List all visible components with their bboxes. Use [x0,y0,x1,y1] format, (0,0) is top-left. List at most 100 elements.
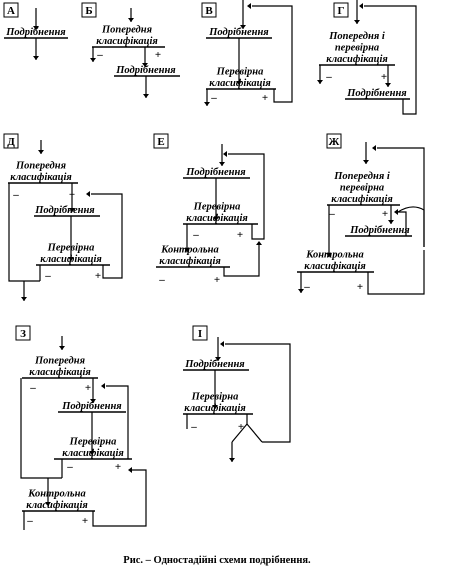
stage-label: Попередня [15,161,67,172]
coarse-product-sign: + [115,461,121,473]
stage-label: Подрібнення [208,27,269,38]
scheme-5: ДПопереднякласифікація–+ПодрібненняПерев… [3,133,123,301]
stage-label: класифікація [62,448,124,459]
fine-product-sign: – [66,461,73,473]
arrowhead [219,162,225,166]
stage-label: Контрольна [160,245,218,256]
stage-label: Попередня і [328,31,385,42]
fine-product-sign: – [325,71,332,83]
stage-label: класифікація [184,403,246,414]
arrowhead [247,3,251,9]
arrowhead [21,297,27,301]
undefined [91,193,123,279]
scheme-key-box [326,133,342,149]
undefined [20,378,62,479]
arrowhead [68,257,74,261]
stage-label: Перевірна [191,392,239,403]
scheme-key: Е [157,136,164,148]
stage-label: Попередня [34,356,86,367]
undefined [252,5,293,103]
fine-product-sign: – [96,49,103,61]
arrowhead [326,253,332,257]
coarse-product-sign: + [382,208,388,220]
undefined [106,385,129,459]
arrowhead [142,63,148,67]
stage-label: класифікація [29,367,91,378]
scheme-key: І [198,328,202,340]
stage-label: перевірна [340,183,384,194]
stage-label: класифікація [331,194,393,205]
arrowhead [128,18,134,22]
arrowhead [372,145,376,151]
scheme-key-box [15,325,31,341]
fine-product-sign: – [158,274,165,286]
fine-product-sign: – [26,515,33,527]
coarse-product-sign: + [155,49,161,61]
undefined [377,147,425,247]
coarse-product-sign: + [262,92,268,104]
stage-label: Подрібнення [34,205,95,216]
arrowhead [69,208,75,212]
stage-label: Перевірна [47,243,95,254]
arrowhead [33,56,39,60]
stage-label: Попередня і [333,171,390,182]
scheme-key: Ж [329,136,340,148]
coarse-product-sign: + [357,281,363,293]
stage-label: класифікація [326,54,388,65]
arrowhead [143,94,149,98]
undefined [398,211,407,236]
arrowhead [90,58,96,62]
arrowhead [359,3,363,9]
coarse-product-sign: + [214,274,220,286]
coarse-product-sign: + [82,515,88,527]
fine-product-sign: – [12,189,19,201]
stage-label: Перевірна [69,437,117,448]
stage-label: Контрольна [27,489,85,500]
arrowhead [363,160,369,164]
fine-product-sign: – [44,270,51,282]
scheme-6: ЕПодрібненняПеревірнакласифікація–+Контр… [153,133,265,286]
arrowhead [33,26,39,30]
coarse-product-sign: + [238,421,244,433]
fine-product-sign: – [303,281,310,293]
scheme-key-box [333,2,349,18]
stage-label: класифікація [209,78,271,89]
arrowhead [90,399,96,403]
fine-product-sign: – [29,382,36,394]
arrowhead [298,289,304,293]
scheme-key: А [7,5,15,17]
arrowhead [354,20,360,24]
scheme-key-box [153,133,169,149]
undefined [92,469,147,527]
arrowhead [215,357,221,361]
arrowhead [86,191,90,197]
stage-label: Подрібнення [61,401,122,412]
scheme-key: Д [7,136,15,148]
scheme-key-box [3,2,19,18]
scheme-key: Б [85,5,92,17]
arrowhead [240,25,246,29]
scheme-key-box [3,133,19,149]
arrowhead [59,346,65,350]
scheme-key: З [20,328,26,340]
arrowhead [38,150,44,154]
scheme-key: Г [338,5,345,17]
scheme-8: ЗПопереднякласифікація–+ПодрібненняПерев… [15,325,147,530]
arrowhead [388,220,394,224]
undefined [231,423,263,443]
stage-label: Подрібнення [349,225,410,236]
fine-product-sign: – [192,229,199,241]
arrowhead [184,248,190,252]
arrowhead [229,458,235,462]
arrowhead [101,383,105,389]
arrowhead [204,102,210,106]
stage-label: класифікація [304,261,366,272]
stage-label: Перевірна [216,67,264,78]
arrowhead [220,341,224,347]
